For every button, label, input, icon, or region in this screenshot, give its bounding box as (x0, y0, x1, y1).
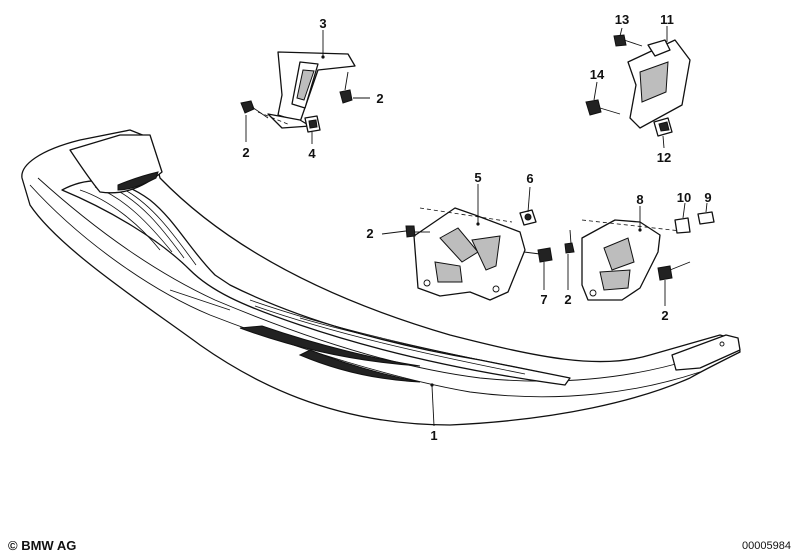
clip-part-10 (674, 217, 691, 234)
label-7: 7 (540, 292, 547, 307)
copyright-text: BMW AG (21, 538, 77, 553)
label-9: 9 (704, 190, 711, 205)
copyright-notice: © BMW AG (8, 538, 76, 553)
screw-part-2-b (339, 71, 353, 104)
bracket-part-5 (413, 207, 526, 301)
label-11: 11 (660, 12, 674, 27)
label-2-c: 2 (366, 226, 373, 241)
label-2-e: 2 (661, 308, 668, 323)
label-8: 8 (636, 192, 643, 207)
label-2-d: 2 (564, 292, 571, 307)
screw-part-2-c (405, 225, 430, 238)
nut-part-14 (585, 99, 621, 116)
leader-lines (245, 26, 708, 427)
label-5: 5 (474, 170, 481, 185)
bracket-part-11 (627, 39, 691, 129)
label-2-b: 2 (242, 145, 249, 160)
part-labels: 3 2 2 4 13 11 14 12 5 6 2 8 10 9 7 2 2 1 (242, 12, 711, 443)
label-4: 4 (308, 146, 316, 161)
screw-part-2-a (240, 100, 291, 126)
bracket-part-3 (267, 51, 356, 129)
nut-part-6 (519, 209, 537, 226)
bolt-part-7 (523, 247, 553, 263)
label-6: 6 (526, 171, 533, 186)
bracket-part-8 (581, 219, 691, 301)
bumper-part-1 (21, 129, 741, 426)
label-10: 10 (677, 190, 691, 205)
screw-part-2-d (564, 229, 575, 254)
copyright-icon: © (8, 538, 22, 553)
clip-part-4 (304, 115, 321, 133)
label-3: 3 (319, 16, 326, 31)
label-1: 1 (430, 428, 437, 443)
screw-part-13 (613, 34, 643, 47)
clip-part-12 (653, 117, 673, 137)
label-12: 12 (657, 150, 671, 165)
label-14: 14 (590, 67, 605, 82)
document-number: 00005984 (742, 540, 791, 552)
label-2-a: 2 (376, 91, 383, 106)
screw-part-9 (697, 211, 715, 225)
screw-part-2-e (657, 261, 691, 281)
label-13: 13 (615, 12, 629, 27)
